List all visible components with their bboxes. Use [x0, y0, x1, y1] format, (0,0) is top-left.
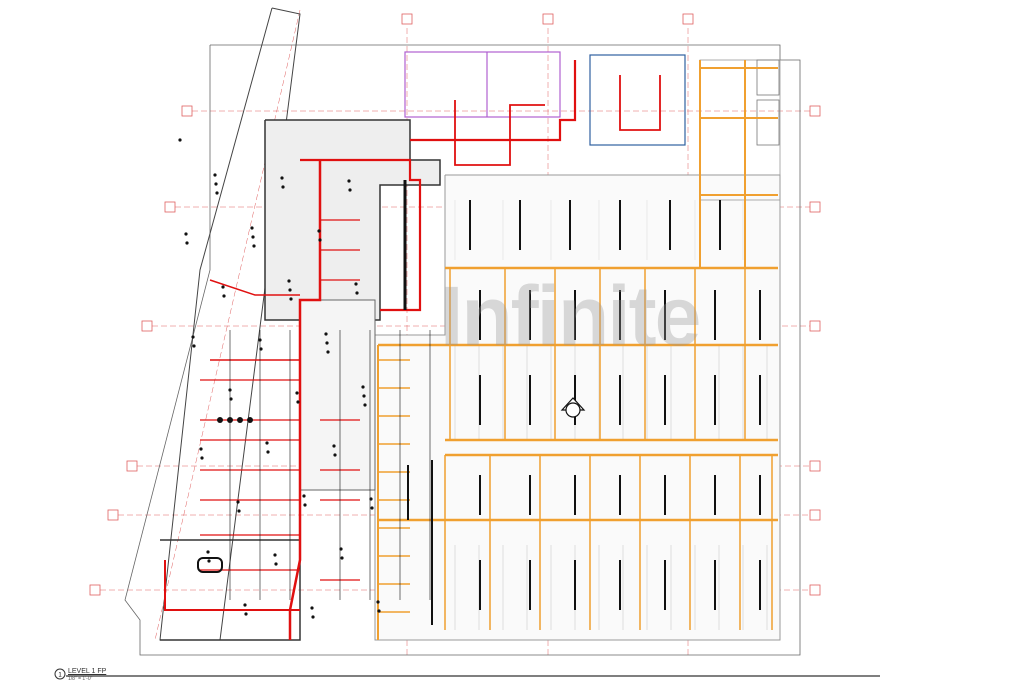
building-outline — [124, 44, 801, 656]
sprinkler-head — [340, 556, 344, 560]
sprinkler-head — [244, 612, 248, 616]
sprinkler-head — [317, 229, 321, 233]
shaft — [756, 59, 780, 96]
grid-bubble — [809, 105, 821, 117]
grid-bubble — [682, 13, 694, 25]
sprinkler-head — [185, 241, 189, 245]
drawing-title: LEVEL 1 FP — [68, 668, 107, 675]
sprinkler-head — [369, 497, 373, 501]
sprinkler-head — [339, 547, 343, 551]
grid-bubble — [141, 320, 153, 332]
sprinkler-head — [221, 285, 225, 289]
sprinkler-head — [289, 297, 293, 301]
sprinkler-head — [250, 226, 254, 230]
sprinkler-head — [296, 400, 300, 404]
equipment-symbol — [197, 557, 223, 573]
grid-bubble — [809, 201, 821, 213]
shaft — [756, 99, 780, 146]
sprinkler-head — [354, 282, 358, 286]
grid-bubble — [809, 509, 821, 521]
sprinkler-main — [454, 100, 545, 166]
sprinkler-main — [619, 75, 661, 131]
sprinkler-head — [333, 453, 337, 457]
grid-bubble — [809, 460, 821, 472]
sprinkler-head — [370, 506, 374, 510]
grid-bubble — [126, 460, 138, 472]
grid-bubble — [181, 105, 193, 117]
sprinkler-head — [217, 417, 223, 423]
sprinkler-head — [184, 232, 188, 236]
sprinkler-head — [237, 509, 241, 513]
grid-bubble — [542, 13, 554, 25]
sprinkler-head — [348, 188, 352, 192]
grid-bubble — [809, 320, 821, 332]
sprinkler-head — [326, 350, 330, 354]
sprinkler-head — [311, 615, 315, 619]
sprinkler-head — [281, 185, 285, 189]
sprinkler-head — [266, 450, 270, 454]
sprinkler-head — [363, 403, 367, 407]
grid-bubble — [164, 201, 176, 213]
sprinkler-head — [192, 344, 196, 348]
sprinkler-head — [287, 279, 291, 283]
grid-bubble — [107, 509, 119, 521]
sprinkler-head — [213, 173, 217, 177]
sprinkler-head — [362, 394, 366, 398]
sprinkler-head — [247, 417, 253, 423]
gridline — [154, 9, 301, 641]
sprinkler-main — [209, 279, 300, 296]
sprinkler-main — [300, 158, 422, 312]
sprinkler-head — [251, 235, 255, 239]
sprinkler-head — [178, 138, 182, 142]
sprinkler-head — [229, 397, 233, 401]
grid-bubble — [89, 584, 101, 596]
sprinkler-head — [259, 347, 263, 351]
grid-bubble — [401, 13, 413, 25]
watermark: Infinite — [440, 269, 701, 363]
sprinkler-main — [288, 160, 322, 640]
sprinkler-head — [236, 500, 240, 504]
sprinkler-head — [332, 444, 336, 448]
zone-outline-purple — [404, 51, 561, 118]
sprinkler-head — [222, 294, 226, 298]
sprinkler-head — [191, 335, 195, 339]
sprinkler-head — [199, 447, 203, 451]
sprinkler-head — [295, 391, 299, 395]
sprinkler-head — [377, 609, 381, 613]
sprinkler-head — [265, 441, 269, 445]
sprinkler-head — [280, 176, 284, 180]
sprinkler-main — [410, 60, 577, 142]
sprinkler-head — [227, 417, 233, 423]
sprinkler-head — [273, 553, 277, 557]
sprinkler-head — [228, 388, 232, 392]
sprinkler-head — [215, 191, 219, 195]
sprinkler-head — [252, 244, 256, 248]
sprinkler-head — [237, 417, 243, 423]
sprinkler-head — [318, 238, 322, 242]
sprinkler-head — [302, 494, 306, 498]
sprinkler-main — [164, 560, 300, 611]
drawing-scale: 1/8" = 1'-0" — [68, 676, 93, 682]
sprinkler-head — [376, 600, 380, 604]
sprinkler-head — [200, 456, 204, 460]
sprinkler-head — [361, 385, 365, 389]
sprinkler-head — [258, 338, 262, 342]
riser-tag-circle — [565, 402, 581, 418]
sprinkler-head — [274, 562, 278, 566]
sprinkler-head — [214, 182, 218, 186]
sprinkler-head — [325, 341, 329, 345]
sprinkler-head — [288, 288, 292, 292]
sprinkler-head — [303, 503, 307, 507]
sprinkler-head — [243, 603, 247, 607]
grid-bubble — [809, 584, 821, 596]
sprinkler-head — [310, 606, 314, 610]
sprinkler-head — [347, 179, 351, 183]
sprinkler-head — [207, 559, 211, 563]
zone-outline-blue — [589, 54, 686, 146]
sprinkler-head — [324, 332, 328, 336]
sprinkler-head — [206, 550, 210, 554]
sprinkler-head — [355, 291, 359, 295]
